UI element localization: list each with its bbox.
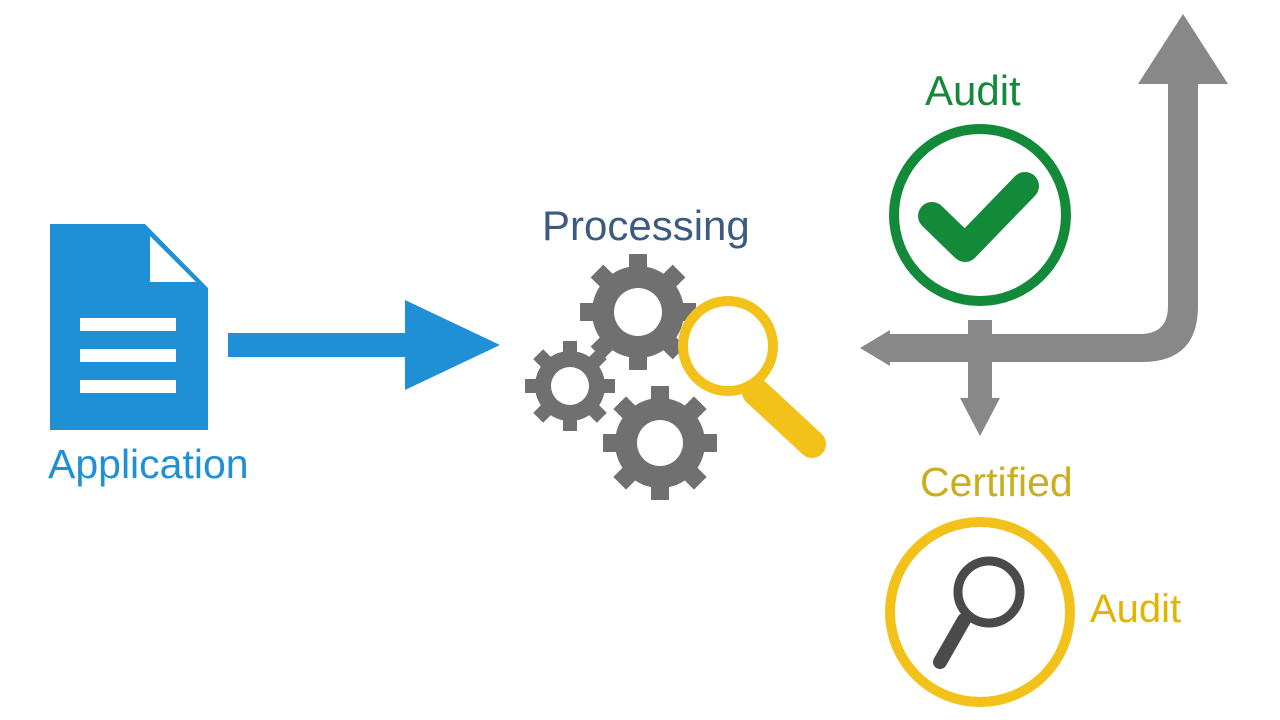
audit-top-label: Audit (925, 67, 1021, 114)
certified-label: Certified (920, 459, 1073, 505)
processing-label: Processing (542, 202, 750, 249)
branch-arrow (860, 14, 1228, 436)
audit-bottom-label: Audit (1090, 587, 1181, 631)
check-circle-icon (889, 124, 1071, 306)
magnifier-icon (678, 296, 826, 458)
gears-icon (525, 254, 717, 500)
document-icon (50, 224, 208, 430)
application-label: Application (48, 441, 249, 487)
magnifier-circle-icon (885, 517, 1075, 707)
application-to-processing-arrow (228, 300, 500, 390)
